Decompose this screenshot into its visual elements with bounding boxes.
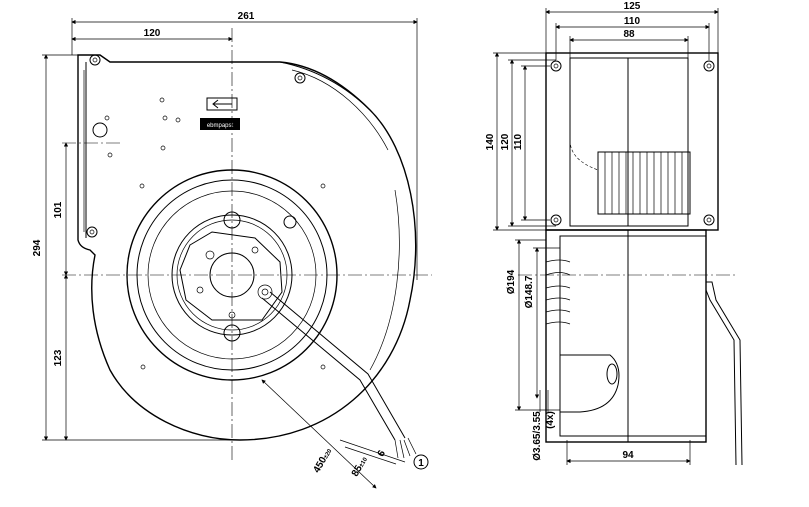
dim-flange-width: 125: [624, 1, 641, 12]
dim-height-110: 110: [513, 133, 524, 150]
cable: [261, 297, 396, 441]
flange-plate: [545, 52, 719, 231]
dim-overall-width: 261: [238, 11, 255, 22]
dim-lower-height: 123: [53, 349, 64, 366]
dim-wire-end: 6: [376, 448, 389, 459]
dim-diameter-148: Ø148.7: [524, 275, 535, 308]
dim-hole-count: (4x): [545, 411, 556, 429]
mounting-hole-bottom: [86, 226, 98, 238]
dim-height-120: 120: [500, 133, 511, 150]
dim-cable-length: 450±20: [311, 446, 334, 475]
dim-overall-height: 294: [32, 239, 43, 256]
callout-number: 1: [418, 458, 424, 469]
dim-hole-spacing: 110: [624, 16, 641, 27]
dim-depth: 94: [622, 450, 634, 461]
dim-inner-width: 88: [623, 29, 635, 40]
side-view: 125 110 88 140 120 110 Ø194 Ø148.7: [485, 1, 743, 466]
dim-flange-height: 140: [485, 133, 496, 150]
dim-hole-diameter: Ø3.65/3.55: [532, 411, 543, 461]
housing-outline: [77, 54, 417, 441]
dim-center-offset: 120: [144, 28, 161, 39]
callout-circle: [413, 454, 429, 470]
dim-upper-height: 101: [53, 201, 64, 218]
mounting-hole-top: [89, 54, 101, 66]
front-view: ebmpapst 261 120: [32, 11, 432, 489]
dim-strip-length: 85±10: [350, 454, 370, 478]
logo-text: ebmpapst: [207, 123, 234, 129]
dim-diameter-194: Ø194: [506, 269, 517, 294]
brand-logo: [200, 118, 240, 130]
